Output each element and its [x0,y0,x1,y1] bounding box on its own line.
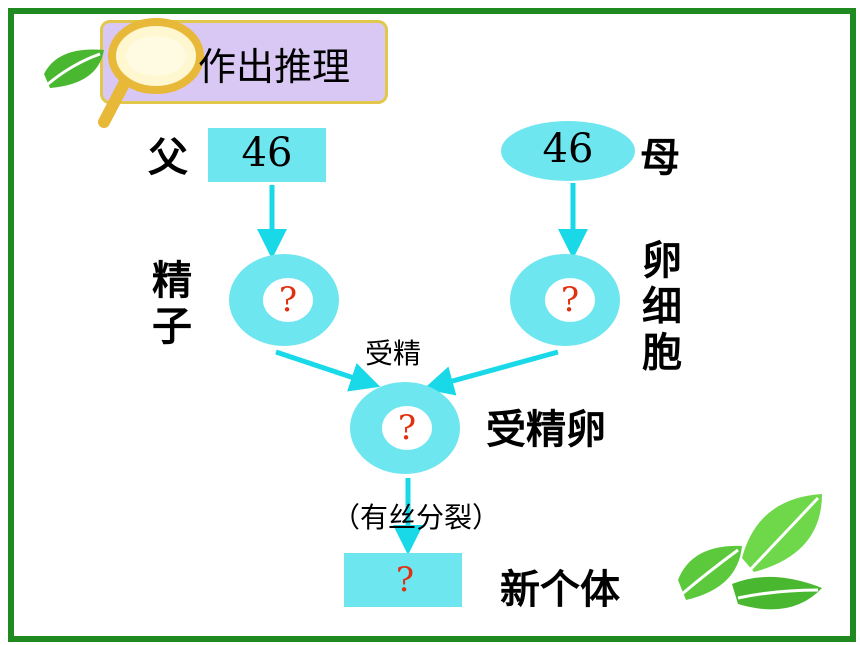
leaf-icon [44,49,104,88]
mother-value: 46 [542,126,594,172]
new-individual-label: 新个体 [500,567,620,613]
egg-arrow [423,349,559,396]
new-individual-box [344,553,462,607]
magnifier-icon [98,18,204,128]
zygote-value: ? [397,408,417,448]
father-box [208,128,326,182]
new-individual-value: ? [395,560,415,600]
page-title: 作出推理 [198,45,351,89]
sperm-value: ? [278,280,298,320]
fertilization-label: 受精 [365,337,422,370]
leaf-cluster-icon [678,494,822,610]
father-label: 父 [148,135,188,181]
sperm-label: 精 子 [152,258,192,350]
egg-value: ? [560,280,580,320]
zygote-label: 受精卵 [486,407,606,453]
mother-ellipse [501,121,635,181]
father-value: 46 [241,130,293,176]
egg-label: 卵 细 胞 [642,238,682,376]
division-label: （有丝分裂） [332,501,501,534]
sperm-arrow [275,349,381,392]
mother-label: 母 [640,135,680,181]
slide-frame [8,8,856,642]
